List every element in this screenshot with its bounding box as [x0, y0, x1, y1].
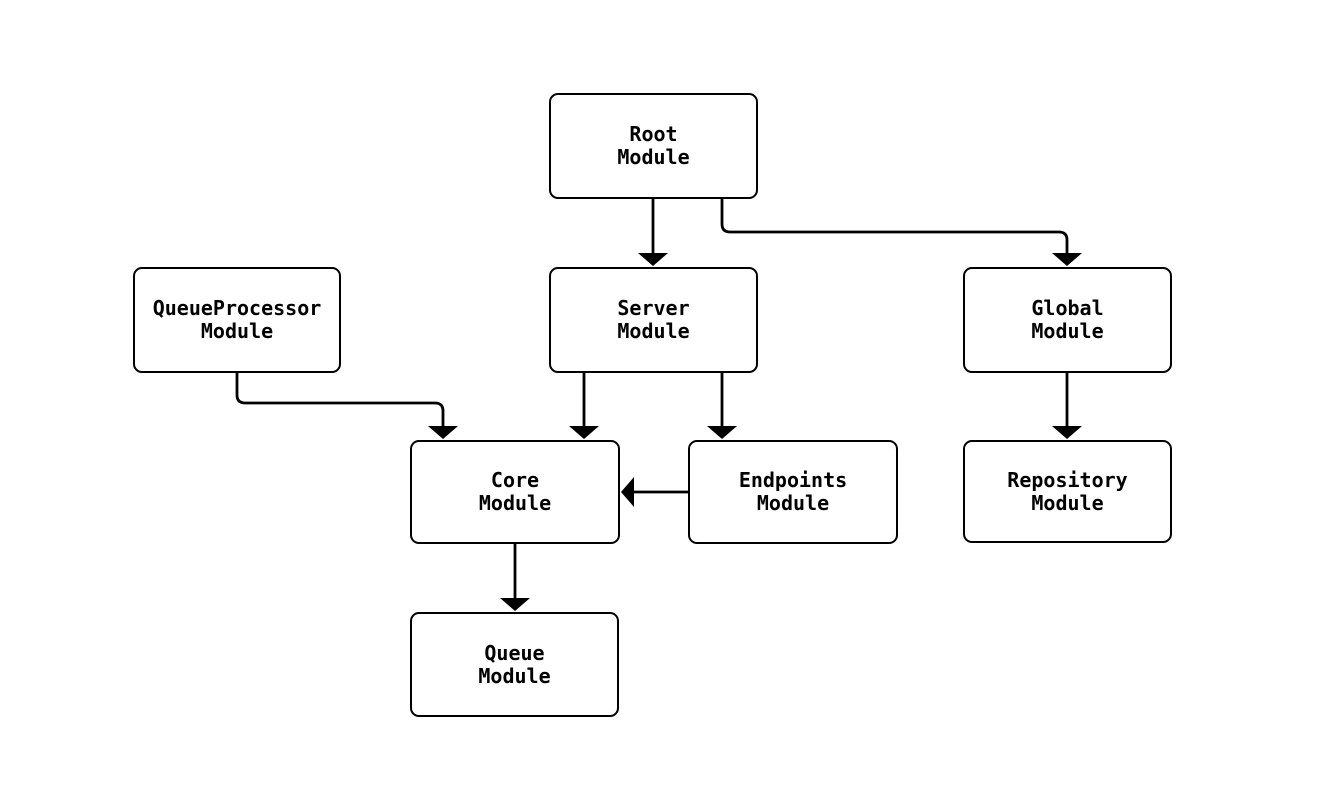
node-label-line1: Queue: [484, 640, 545, 665]
arrowhead-endpoints-core: [621, 477, 634, 507]
node-global-module: Global Module: [963, 267, 1172, 373]
arrowhead-root-global: [1052, 253, 1082, 266]
node-label-line1: Global: [1031, 296, 1104, 320]
node-label-line2: Module: [200, 319, 274, 343]
node-label-line1: Server: [617, 296, 690, 320]
node-endpoints-module: Endpoints Module: [688, 440, 898, 544]
arrowhead-core-queue: [500, 598, 530, 611]
edge-root-global: [720, 198, 1069, 256]
node-label-line2: Module: [478, 663, 551, 688]
node-label-line2: Module: [1031, 490, 1104, 515]
node-label-line2: Module: [756, 491, 830, 515]
node-label-line2: Module: [478, 491, 552, 515]
node-label-line2: Module: [1031, 319, 1104, 343]
arrowhead-queueprocessor-core: [428, 426, 458, 439]
arrowhead-global-repository: [1052, 426, 1082, 439]
node-queue-module: Queue Module: [410, 612, 619, 717]
node-label-line1: Endpoints: [738, 468, 848, 492]
node-label-line1: QueueProcessor: [152, 296, 322, 320]
arrowhead-server-core: [569, 426, 599, 439]
arrowhead-server-endpoints: [707, 426, 737, 439]
node-label-line2: Module: [617, 319, 690, 343]
edge-queueprocessor-core: [235, 372, 445, 429]
node-label-line1: Core: [490, 468, 540, 492]
node-root-module: Root Module: [549, 93, 758, 199]
node-queueprocessor-module: QueueProcessor Module: [133, 267, 341, 373]
node-core-module: Core Module: [410, 440, 620, 544]
node-label-line2: Module: [617, 145, 690, 169]
node-label-line1: Root: [629, 122, 678, 146]
arrowhead-root-server: [638, 253, 668, 266]
node-server-module: Server Module: [549, 267, 758, 373]
node-label-line1: Repository: [1007, 467, 1128, 492]
node-repository-module: Repository Module: [963, 440, 1172, 543]
